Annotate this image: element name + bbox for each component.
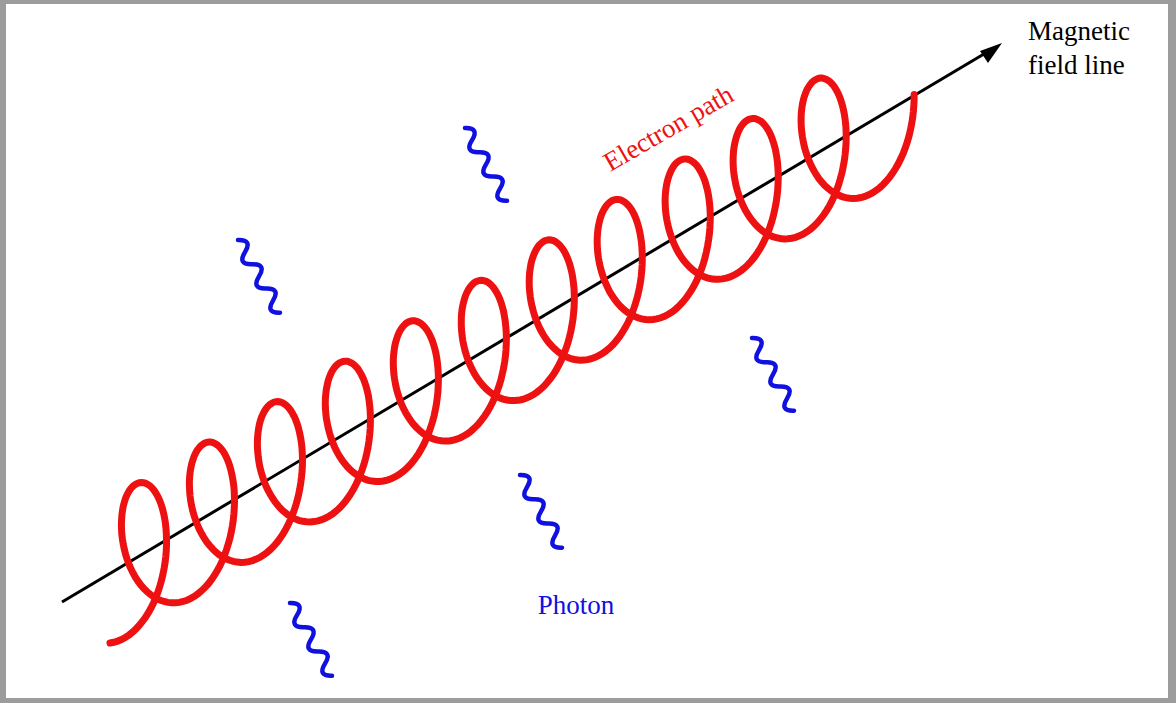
photon-squiggle <box>746 335 799 414</box>
photon-squiggle <box>232 237 285 316</box>
field-line <box>62 48 994 602</box>
photon-squiggle <box>459 125 512 204</box>
electron-helix <box>110 78 914 643</box>
field-line-label: Magnetic field line <box>1028 14 1168 82</box>
photon-label: Photon <box>538 588 615 622</box>
arrow-head <box>980 43 1002 63</box>
photon-squiggle <box>284 600 337 679</box>
photon-squiggle <box>514 472 567 551</box>
